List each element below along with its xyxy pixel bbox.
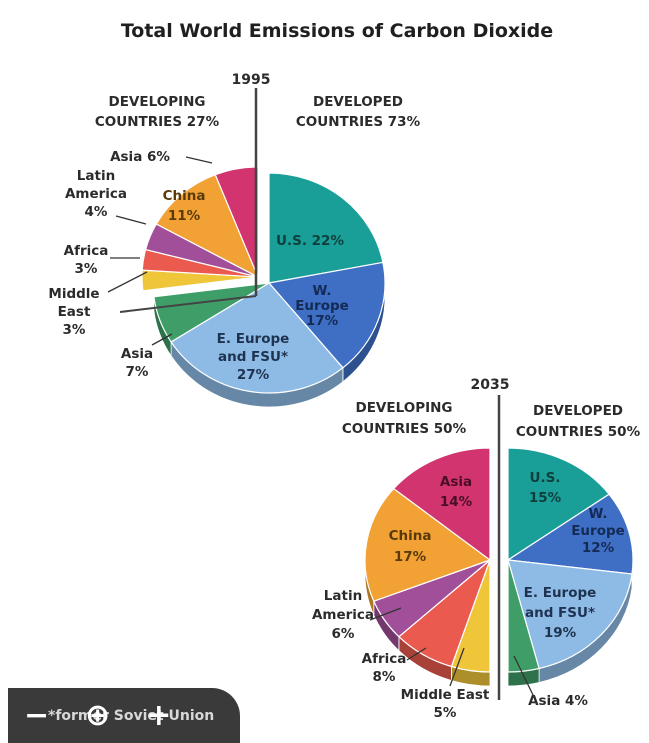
slice-label: Asia 6% [110, 149, 170, 165]
pie-slice-e-europe-and-fsu--1995 [170, 282, 344, 394]
slice-label: 3% [75, 261, 98, 277]
slice-label: W. [589, 506, 608, 522]
slice-label: 14% [440, 494, 473, 510]
footnote-text: *former Soviet Union [48, 708, 215, 724]
leader-line [151, 333, 173, 346]
slice-label: U.S. [530, 470, 561, 486]
group-label-developed: COUNTRIES 73% [296, 114, 421, 130]
slice-label: Africa [362, 651, 407, 667]
group-label-developed: DEVELOPED [313, 94, 403, 110]
slice-label: Asia [440, 474, 472, 490]
slice-label: 7% [126, 364, 149, 380]
slice-label: 17% [394, 549, 427, 565]
pie-slice-u-s--1995 [268, 172, 384, 284]
slice-label: Latin [77, 168, 115, 184]
leader-line [185, 156, 213, 164]
slice-label: America [312, 607, 374, 623]
slice-label: America [65, 186, 127, 202]
group-label-developing: DEVELOPING [356, 400, 453, 416]
year-label: 1995 [232, 72, 271, 88]
group-label-developing: DEVELOPING [109, 94, 206, 110]
slice-label: 15% [529, 490, 562, 506]
slice-label: Asia 4% [528, 693, 588, 709]
pie-chart-1995 [141, 166, 386, 408]
slice-label: and FSU* [218, 349, 288, 365]
slice-label: 11% [168, 208, 201, 224]
slice-label: 5% [434, 705, 457, 721]
slice-label: 3% [63, 322, 86, 338]
zoom-out-button[interactable]: − [24, 697, 50, 733]
slice-label: 4% [85, 204, 108, 220]
pie-slice-asia-1995 [214, 166, 259, 278]
leader-line [107, 271, 148, 293]
slice-label: Latin [324, 588, 362, 604]
pie-chart-2035 [364, 447, 634, 687]
slice-label: Middle East [401, 687, 490, 703]
pie-slice-e-europe-and-fsu--2035 [507, 559, 633, 670]
pie-slice-asia-2035 [507, 559, 540, 673]
slice-label: 6% [332, 626, 355, 642]
slice-label: Africa [64, 243, 109, 259]
year-label: 2035 [471, 377, 510, 393]
slice-label: China [163, 188, 206, 204]
slice-label: E. Europe [217, 331, 290, 347]
leader-line [406, 647, 427, 661]
leader-line [115, 215, 147, 225]
zoom-toolbar: *former Soviet Union − ⊕ + [8, 688, 240, 743]
leader-line [449, 647, 465, 687]
slice-label: and FSU* [525, 605, 595, 621]
slice-label: East [58, 304, 91, 320]
slice-label: E. Europe [524, 585, 597, 601]
slice-label: 27% [237, 367, 270, 383]
slice-label: Europe [571, 523, 625, 539]
pie-slice-w-europe-1995 [267, 261, 386, 369]
group-label-developing: COUNTRIES 27% [95, 114, 220, 130]
zoom-icon[interactable]: ⊕ [85, 697, 111, 733]
slice-label: U.S. 22% [276, 233, 344, 249]
slice-label: 12% [582, 540, 615, 556]
slice-label: China [389, 528, 432, 544]
pie-slice-asia-2035 [392, 447, 491, 562]
group-separator-tail [119, 295, 257, 313]
leader-line [369, 607, 402, 621]
pie-slice-china-2035 [364, 487, 492, 602]
group-label-developed: COUNTRIES 50% [516, 424, 641, 440]
group-label-developing: COUNTRIES 50% [342, 421, 467, 437]
slice-label: 8% [373, 669, 396, 685]
slice-label: Asia [121, 346, 153, 362]
slice-label: W. [313, 283, 332, 299]
slice-label: Europe [295, 298, 349, 314]
group-label-developed: DEVELOPED [533, 403, 623, 419]
leader-line [513, 655, 535, 698]
slice-label: 17% [306, 313, 339, 329]
chart-title: Total World Emissions of Carbon Dioxide [121, 20, 553, 42]
slice-label: 19% [544, 625, 577, 641]
pie-slice-w-europe-2035 [506, 493, 634, 575]
zoom-in-button[interactable]: + [146, 697, 172, 733]
pie-slice-u-s--2035 [507, 447, 610, 562]
pie-slice-china-1995 [155, 173, 260, 279]
slice-label: Middle [48, 286, 99, 302]
